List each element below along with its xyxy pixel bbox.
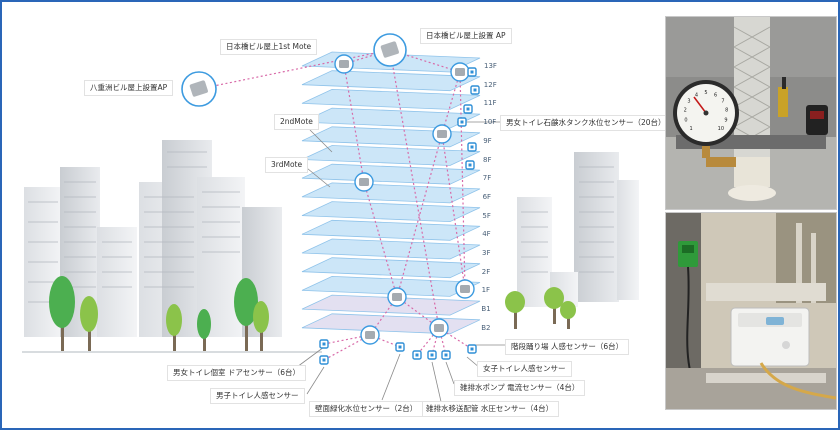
mote-1f-node (387, 287, 407, 307)
gauge-number: 6 (714, 92, 717, 98)
mens-motion-sensor-label: 男子トイレ人感センサー (210, 388, 305, 404)
mote-b2-left-node (360, 325, 380, 345)
mote-1-label: 日本橋ビル屋上1st Mote (220, 39, 318, 55)
sensor-marker-dot (460, 120, 464, 124)
pipe-pressure-sensor-label: 雑排水移送配管 水圧センサー（4台） (420, 401, 560, 417)
left-trees (22, 276, 322, 353)
floor-plane (301, 238, 481, 260)
right-city-skyline (505, 152, 639, 329)
floor-plane (301, 219, 481, 241)
sensor-marker-dot (468, 163, 472, 167)
floor-plane (301, 107, 481, 129)
building-network-diagram (22, 33, 639, 407)
floor-label: B2 (481, 323, 491, 332)
womens-motion-sensor-label: 女子トイレ人感センサー (477, 361, 572, 377)
floor-plane (301, 126, 481, 148)
gauge-number: 8 (725, 108, 728, 114)
floor-plane (301, 257, 481, 279)
mote-7f-node (354, 172, 374, 192)
gauge-number: 3 (687, 99, 690, 105)
sensor-box-photo (665, 212, 837, 410)
mote-10f-node (432, 124, 452, 144)
sensor-marker-dot (470, 145, 474, 149)
floor-label: 11F (483, 99, 497, 108)
sensor-marker-dot (322, 358, 326, 362)
sensor-marker-dot (470, 347, 474, 351)
floor-label: 13F (484, 62, 497, 70)
floor-label: 4F (482, 230, 491, 239)
floor-plane (301, 163, 481, 185)
mote-1f-right-node (455, 279, 475, 299)
floor-label: 5F (482, 211, 491, 220)
pump-current-sensor-label: 雑排水ポンプ 電流センサー（4台） (454, 380, 586, 396)
mote-b2-right-node (429, 318, 449, 338)
gauge-number: 4 (695, 92, 698, 98)
sensor-marker-dot (430, 353, 434, 357)
gauge-number: 1 (690, 126, 693, 132)
nihonbashi-ap-node (373, 33, 407, 67)
floor-label: 12F (483, 80, 497, 89)
floor-label: 9F (483, 136, 492, 145)
gauge-number: 5 (704, 90, 707, 96)
sensor-markers (319, 67, 480, 365)
sensor-marker-dot (398, 345, 402, 349)
sensor-marker-dot (415, 353, 419, 357)
floor-label: 1F (481, 286, 491, 295)
gauge-number: 0 (684, 117, 687, 123)
sensor-marker-dot (470, 70, 474, 74)
sensor-marker-dot (466, 107, 470, 111)
sensor-marker-dot (444, 353, 448, 357)
left-city-skyline (24, 140, 282, 337)
floor-label: 8F (483, 155, 492, 164)
gauge-number: 7 (721, 99, 724, 105)
sensor-marker-dot (322, 342, 326, 346)
floor-plane (301, 145, 481, 166)
gauge-number: 9 (724, 117, 727, 123)
floor-plane (301, 70, 481, 92)
mote-1-node (334, 54, 354, 74)
floor-label: B1 (481, 305, 491, 314)
floor-label: 7F (482, 174, 492, 183)
floor-label: 3F (482, 249, 491, 257)
mote-3-label: 3rdMote (265, 157, 309, 173)
stairs-motion-sensor-label: 階段踊り場 人感センサー（6台） (505, 339, 630, 355)
nihonbashi-ap-label: 日本橋ビル屋上設置 AP (420, 28, 512, 44)
toilet-door-sensor-label: 男女トイレ個室 ドアセンサー（6台） (167, 365, 307, 381)
floor-plane (301, 182, 481, 204)
floor-label: 2F (481, 267, 491, 276)
tank-level-sensor-label: 男女トイレ石鹸水タンク水位センサー（20台） (500, 115, 672, 131)
floor-plane (301, 88, 481, 110)
wall-greening-sensor-label: 壁面緑化水位センサー（2台） (309, 401, 424, 417)
gauge-number: 10 (718, 126, 724, 132)
device-nodes (181, 33, 475, 345)
floor-plane (301, 201, 481, 223)
yaesu-ap-node (181, 71, 217, 107)
mote-13f-node (450, 62, 470, 82)
gauge-number: 2 (684, 108, 687, 114)
mote-2-label: 2ndMote (274, 114, 319, 130)
floor-label: 6F (482, 192, 492, 201)
floor-plane (301, 313, 481, 335)
floor-label: 10F (483, 118, 497, 127)
yaesu-ap-label: 八重洲ビル屋上設置AP (84, 80, 174, 96)
sensor-marker-dot (473, 88, 477, 92)
